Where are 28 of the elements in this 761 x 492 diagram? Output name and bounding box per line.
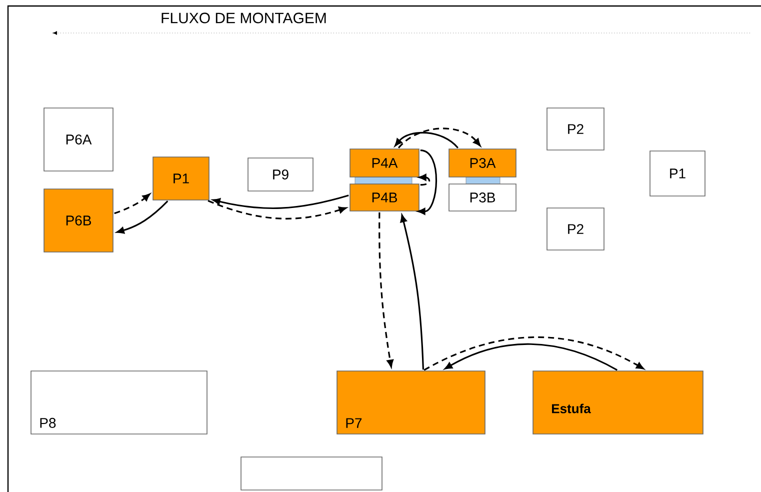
- station-box: P6A: [44, 108, 114, 172]
- arrow: [378, 212, 394, 368]
- arrow: [418, 150, 438, 215]
- arrow: [444, 343, 618, 371]
- station-box: P1: [650, 150, 706, 196]
- arrow: [116, 200, 168, 234]
- arrow: [212, 194, 349, 210]
- station-box: P7: [336, 370, 486, 434]
- station-box: P3B: [448, 184, 516, 212]
- title: FLUXO DE MONTAGEM: [162, 12, 326, 24]
- station-box: P3A: [448, 148, 516, 178]
- arrow: [398, 128, 481, 148]
- arrow: [418, 174, 430, 186]
- station-box: P9: [248, 158, 314, 192]
- station-box: P1: [152, 156, 210, 200]
- station-box: Estufa: [532, 370, 704, 434]
- station-box: P6B: [44, 188, 114, 252]
- arrow: [208, 200, 346, 220]
- arrow: [424, 336, 644, 371]
- station-box: P8: [30, 370, 208, 434]
- arrow: [394, 132, 458, 148]
- empty-box: [240, 456, 382, 490]
- station-box: P2: [546, 208, 604, 250]
- arrow: [400, 214, 424, 370]
- station-box: P4B: [350, 184, 420, 212]
- station-box: P2: [546, 108, 604, 150]
- arrow: [114, 194, 150, 214]
- station-box: P4A: [350, 148, 420, 178]
